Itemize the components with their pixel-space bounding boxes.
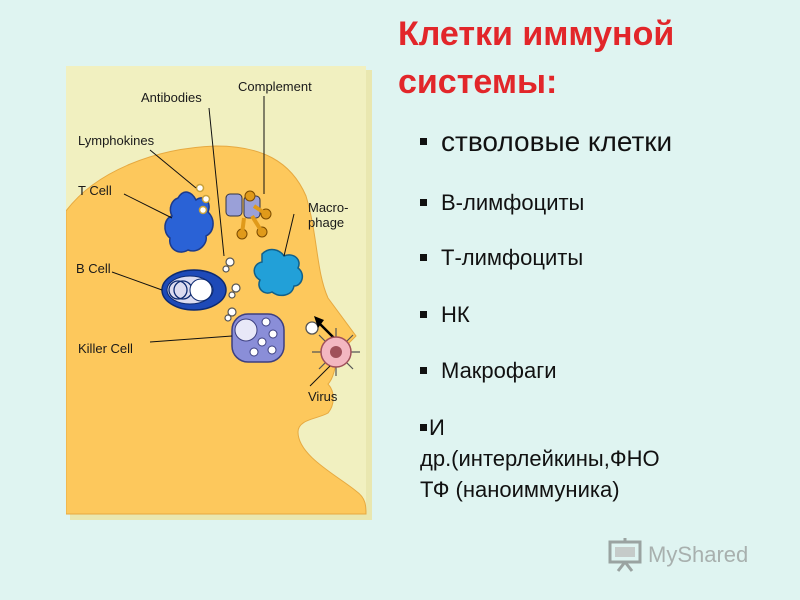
list-item-text: стволовые клетки: [441, 126, 673, 157]
list-item: Макрофаги: [420, 358, 557, 384]
slide-title-line2: системы:: [398, 63, 558, 101]
label-complement: Complement: [238, 79, 312, 94]
label-b-cell: B Cell: [76, 261, 111, 276]
slide-title: Клетки иммуной системы:: [398, 10, 788, 106]
list-item-text: Макрофаги: [441, 358, 557, 383]
square-bullet-icon: [420, 138, 427, 146]
complement-shape: [225, 190, 272, 240]
list-item: НК: [420, 302, 470, 328]
list-item-text: Т-лимфоциты: [441, 245, 584, 270]
square-bullet-icon: [420, 366, 427, 374]
list-item-text: В-лимфоциты: [441, 190, 585, 215]
list-item-text-line3: ТФ (наноиммуника): [420, 477, 620, 502]
virus-shape: [312, 328, 360, 376]
list-item: Т-лимфоциты: [420, 245, 583, 271]
watermark-text: MyShared: [648, 542, 749, 567]
square-bullet-icon: [420, 253, 427, 261]
list-item: стволовые клетки: [420, 126, 672, 158]
list-item: В-лимфоциты: [420, 190, 584, 216]
b-cell-shape: [161, 269, 227, 311]
presentation-board-icon: [608, 538, 642, 572]
particle-shape: [305, 321, 319, 335]
watermark: MyShared: [606, 538, 766, 572]
immune-cells-diagram: Antibodies Complement Lymphokines T Cell…: [66, 66, 372, 520]
lymphokine-dot: [195, 183, 205, 193]
label-t-cell: T Cell: [78, 183, 112, 198]
list-item-text: НК: [441, 302, 470, 327]
label-killer-cell: Killer Cell: [78, 341, 133, 356]
square-bullet-icon: [420, 423, 427, 431]
label-virus: Virus: [308, 389, 338, 404]
list-item-text: И: [429, 415, 445, 440]
slide-title-line1: Клетки иммуной: [398, 15, 675, 53]
label-antibodies: Antibodies: [141, 90, 202, 105]
list-item-text-line2: др.(интерлейкины,ФНО: [420, 446, 660, 471]
square-bullet-icon: [420, 310, 427, 318]
lymphokine-dot: [201, 194, 211, 204]
label-lymphokines: Lymphokines: [78, 133, 155, 148]
square-bullet-icon: [420, 198, 427, 206]
lymphokine-dot: [198, 205, 208, 215]
label-macrophage-line1: Macro-: [308, 200, 349, 215]
list-item-last: И др.(интерлейкины,ФНО ТФ (наноиммуника): [420, 412, 780, 505]
arrow-head: [314, 316, 324, 328]
killer-cell-shape: [231, 313, 285, 363]
arrow-line: [317, 321, 335, 339]
diagram-artwork: [66, 66, 372, 520]
leader-lines: [111, 96, 331, 387]
label-macrophage-line2: phage: [308, 215, 345, 230]
antibody-shapes: [222, 257, 241, 322]
